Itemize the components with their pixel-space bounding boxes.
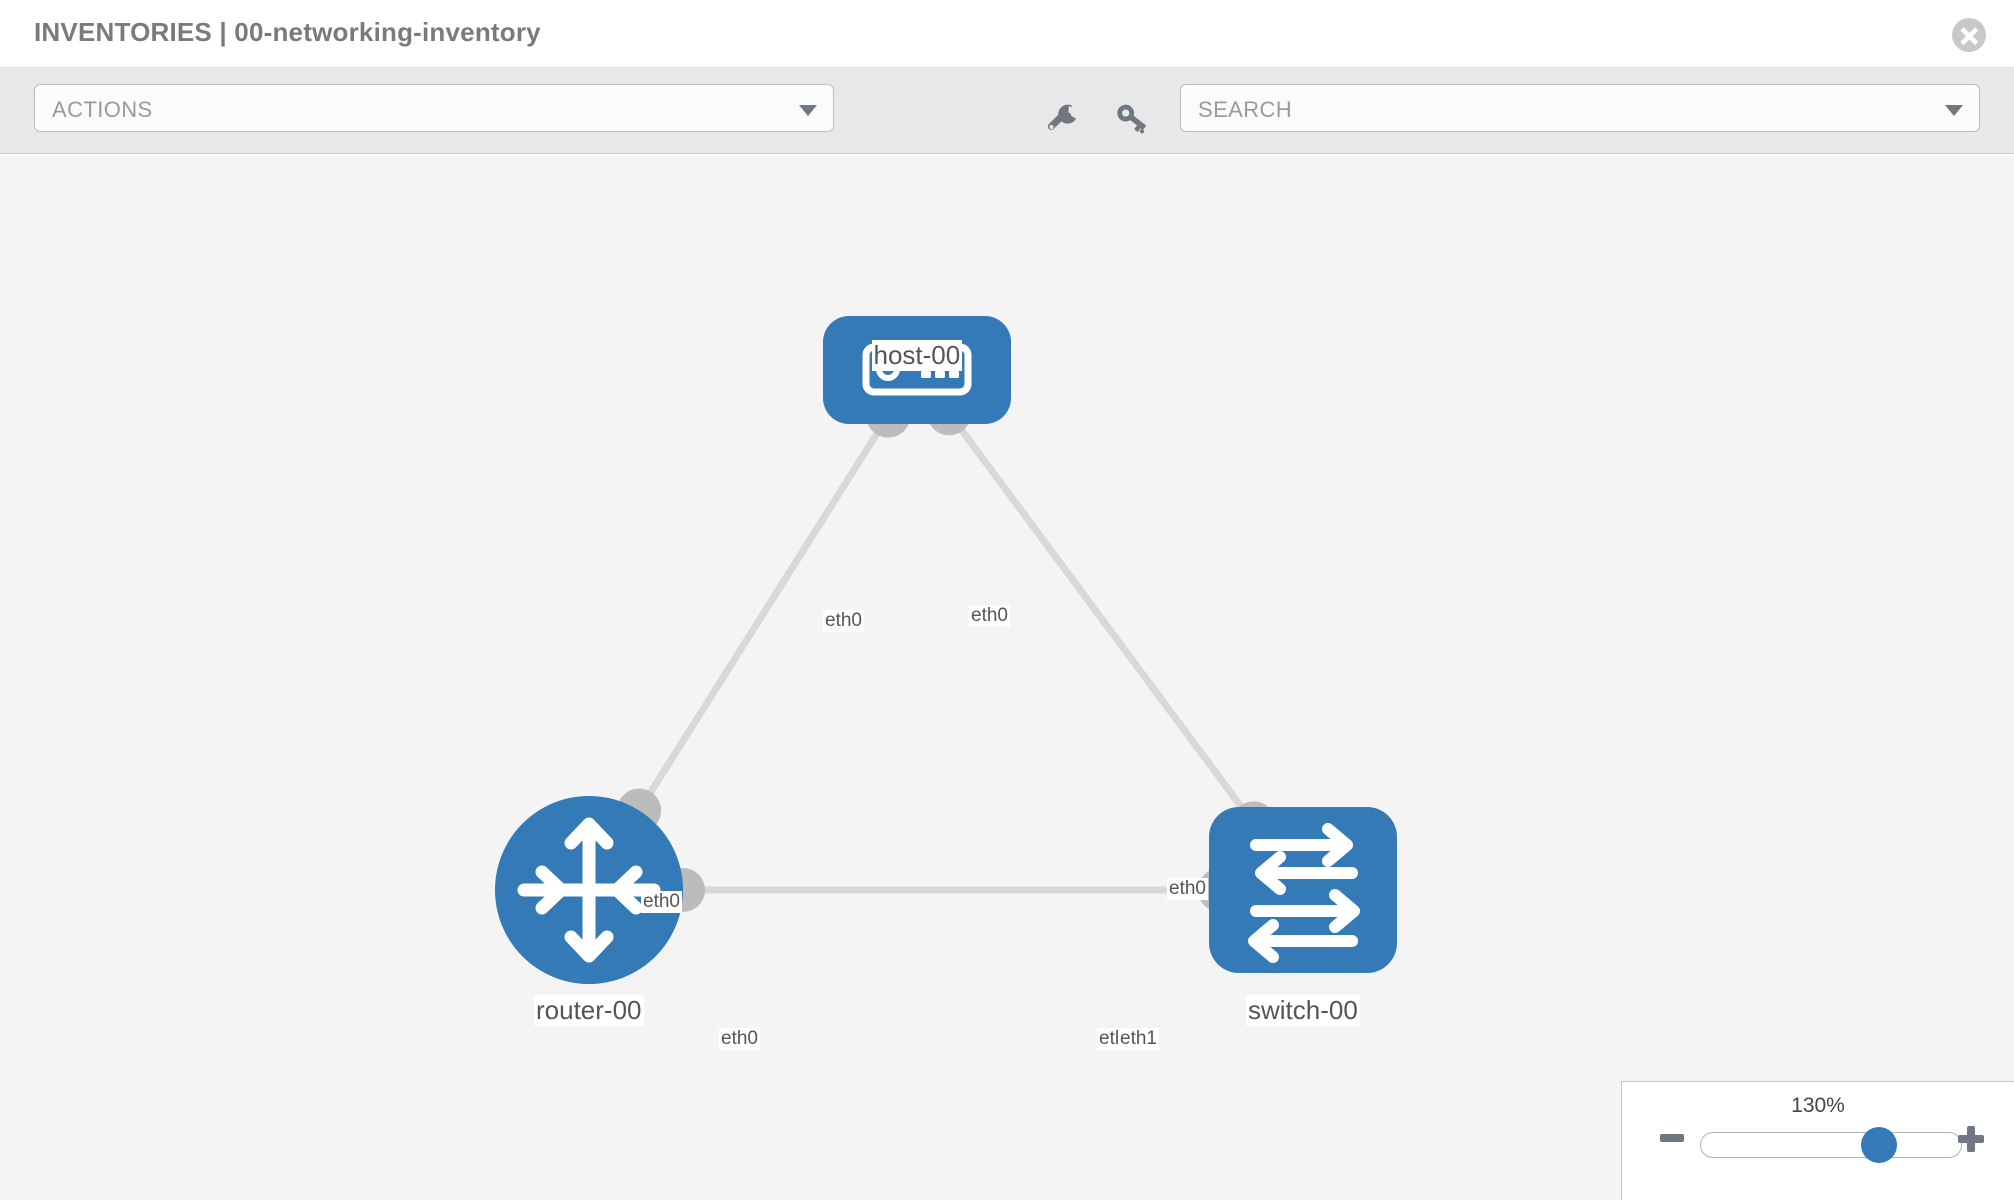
chevron-down-icon	[1945, 105, 1963, 116]
port-label: eth0	[823, 610, 864, 632]
port-label: eth0	[719, 1028, 760, 1050]
port-label: eth0	[1167, 878, 1208, 900]
wrench-icon[interactable]	[1040, 96, 1084, 140]
page-header: INVENTORIES | 00-networking-inventory	[0, 0, 2014, 68]
actions-dropdown[interactable]: ACTIONS	[34, 84, 834, 132]
links-layer	[586, 367, 1306, 894]
switch-arrows-icon	[1248, 823, 1360, 963]
node-label-router-00: router-00	[534, 995, 644, 1026]
minus-icon[interactable]	[1660, 1134, 1684, 1142]
topology-canvas[interactable]: host-00 router-00 switch-00 eth0 eth0 eth0…	[0, 155, 2014, 1200]
search-placeholder-label: SEARCH	[1198, 97, 1293, 122]
chevron-down-icon	[799, 105, 817, 116]
page-title: INVENTORIES | 00-networking-inventory	[34, 17, 541, 47]
topology-graph	[495, 316, 1397, 984]
node-label-host-00: host-00	[871, 340, 963, 371]
link-host-00-switch-00[interactable]	[914, 367, 1306, 893]
zoom-control-panel: 130%	[1621, 1081, 2014, 1200]
plus-icon[interactable]	[1958, 1126, 1984, 1152]
zoom-slider-thumb[interactable]	[1861, 1127, 1898, 1163]
close-icon[interactable]	[1952, 18, 1986, 52]
ports-layer	[617, 391, 1276, 912]
port-label: eth0	[641, 891, 682, 913]
search-input[interactable]: SEARCH	[1180, 84, 1980, 132]
zoom-level-value: 130%	[1791, 1094, 1845, 1117]
key-icon[interactable]	[1110, 96, 1154, 140]
node-router-00[interactable]	[495, 796, 683, 984]
zoom-slider[interactable]	[1700, 1127, 1962, 1163]
actions-dropdown-label: ACTIONS	[52, 97, 153, 122]
port-label: eth1	[1118, 1028, 1159, 1050]
router-arrows-icon	[517, 817, 661, 963]
port-label: eth0	[969, 605, 1010, 627]
node-switch-00[interactable]	[1209, 807, 1397, 973]
node-label-switch-00: switch-00	[1246, 995, 1360, 1026]
